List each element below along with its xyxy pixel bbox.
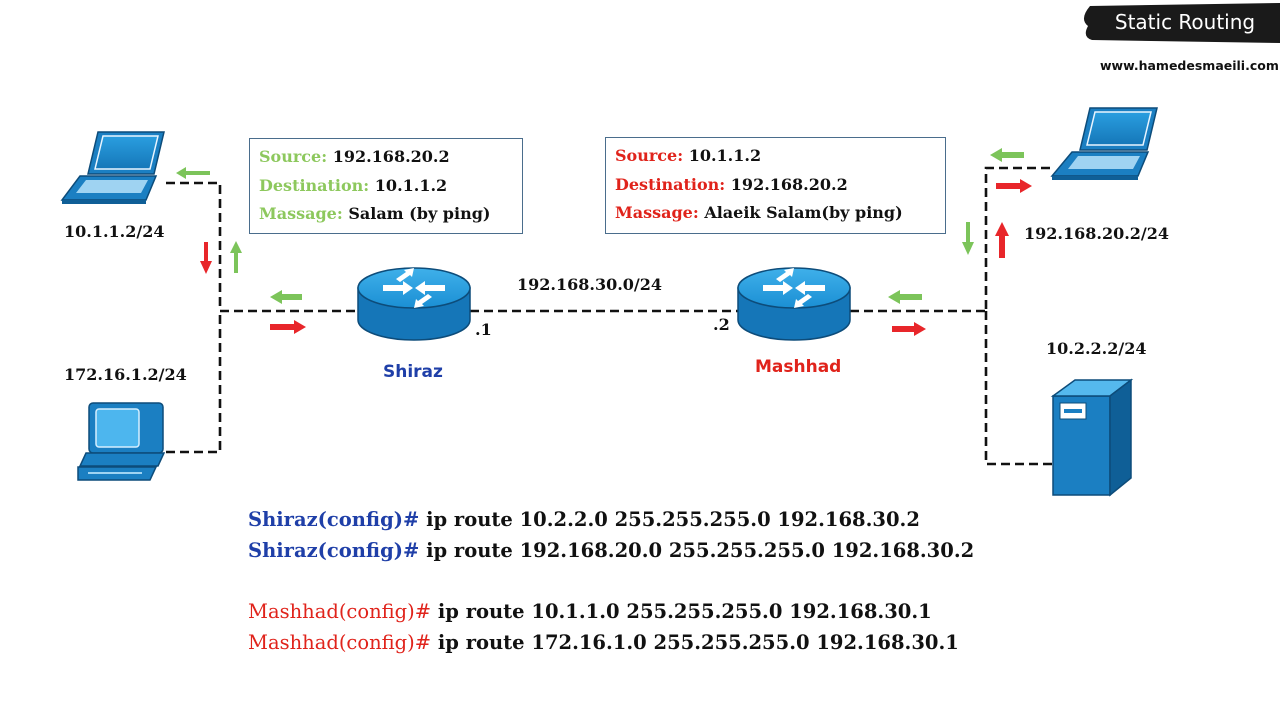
pc-left-ip: 172.16.1.2/24: [64, 365, 187, 384]
link-laptop-right: [984, 166, 1050, 311]
website-label: www.hamedesmaeili.com: [1100, 58, 1279, 73]
diagram-title: Static Routing: [1114, 10, 1256, 34]
mashhad-command: ip route 172.16.1.0 255.255.255.0 192.16…: [431, 631, 959, 654]
shiraz-prompt: Shiraz(config)#: [248, 539, 420, 562]
link-pc-left: [166, 310, 222, 454]
reply-packet-box: Source: 10.1.1.2 Destination: 192.168.20…: [605, 137, 946, 234]
link-server-right: [984, 311, 1052, 466]
request-destination-label: Destination:: [259, 175, 370, 195]
reply-message-label: Massage:: [615, 203, 699, 222]
reply-message-value: Alaeik Salam(by ping): [704, 203, 903, 222]
laptop-left-ip: 10.1.1.2/24: [64, 222, 165, 241]
links: [166, 166, 1052, 466]
mashhad-router-name: Mashhad: [755, 357, 842, 377]
desktop-pc-icon: [77, 402, 166, 481]
shiraz-interface-label: .1: [475, 320, 492, 339]
laptop-icon: [60, 131, 165, 204]
reply-destination-label: Destination:: [615, 174, 726, 194]
red-arrow-right-icon: [270, 320, 306, 334]
reply-message-row: Massage: Alaeik Salam(by ping): [615, 199, 936, 228]
mashhad-command-line: Mashhad(config)# ip route 10.1.1.0 255.2…: [248, 596, 974, 627]
mashhad-command: ip route 10.1.1.0 255.255.255.0 192.168.…: [431, 600, 932, 623]
shiraz-router-name: Shiraz: [383, 362, 443, 382]
red-arrow-right-icon: [892, 322, 926, 336]
title-banner-shape: [1083, 3, 1280, 43]
green-arrow-left-icon: [990, 148, 1024, 162]
reply-destination-value: 192.168.20.2: [730, 174, 848, 194]
request-message-label: Massage:: [259, 204, 343, 223]
request-destination-row: Destination: 10.1.1.2: [259, 172, 513, 201]
reply-destination-row: Destination: 192.168.20.2: [615, 171, 936, 200]
shiraz-command-line: Shiraz(config)# ip route 10.2.2.0 255.25…: [248, 504, 974, 535]
router-icon: [737, 267, 851, 341]
reply-source-label: Source:: [615, 146, 684, 165]
request-message-value: Salam (by ping): [348, 204, 491, 223]
mashhad-command-line: Mashhad(config)# ip route 172.16.1.0 255…: [248, 627, 974, 658]
request-source-value: 192.168.20.2: [332, 147, 450, 166]
shiraz-prompt: Shiraz(config)#: [248, 508, 420, 531]
laptop-right-ip: 192.168.20.2/24: [1024, 224, 1170, 243]
request-source-row: Source: 192.168.20.2: [259, 143, 513, 172]
green-arrow-up-icon: [230, 241, 242, 273]
shiraz-command-line: Shiraz(config)# ip route 192.168.20.0 25…: [248, 535, 974, 566]
request-source-label: Source:: [259, 147, 328, 166]
request-destination-value: 10.1.1.2: [374, 175, 448, 195]
shiraz-command: ip route 192.168.20.0 255.255.255.0 192.…: [419, 539, 975, 562]
green-arrow-left-icon: [176, 167, 210, 179]
request-message-row: Massage: Salam (by ping): [259, 200, 513, 229]
green-arrow-left-icon: [888, 290, 922, 304]
reply-source-row: Source: 10.1.1.2: [615, 142, 936, 171]
static-route-commands: Shiraz(config)# ip route 10.2.2.0 255.25…: [248, 504, 974, 658]
mashhad-interface-label: .2: [713, 315, 730, 334]
request-packet-box: Source: 192.168.20.2 Destination: 10.1.1…: [249, 138, 523, 234]
mashhad-prompt: Mashhad(config)#: [248, 631, 432, 654]
router-icon: [357, 267, 471, 341]
link-network-label: 192.168.30.0/24: [517, 275, 663, 294]
green-arrow-down-icon: [962, 222, 974, 255]
red-arrow-right-icon: [996, 179, 1032, 193]
reply-source-value: 10.1.1.2: [688, 146, 762, 165]
server-tower-icon: [1050, 378, 1134, 497]
shiraz-command: ip route 10.2.2.0 255.255.255.0 192.168.…: [419, 508, 920, 531]
red-arrow-down-icon: [200, 242, 212, 274]
traffic-arrows: [176, 148, 1032, 336]
red-arrow-up-icon: [995, 222, 1009, 258]
mashhad-prompt: Mashhad(config)#: [248, 600, 432, 623]
server-right-ip: 10.2.2.2/24: [1046, 339, 1147, 358]
green-arrow-left-icon: [270, 290, 302, 304]
link-laptop-left: [166, 181, 222, 310]
laptop-icon: [1050, 107, 1158, 180]
